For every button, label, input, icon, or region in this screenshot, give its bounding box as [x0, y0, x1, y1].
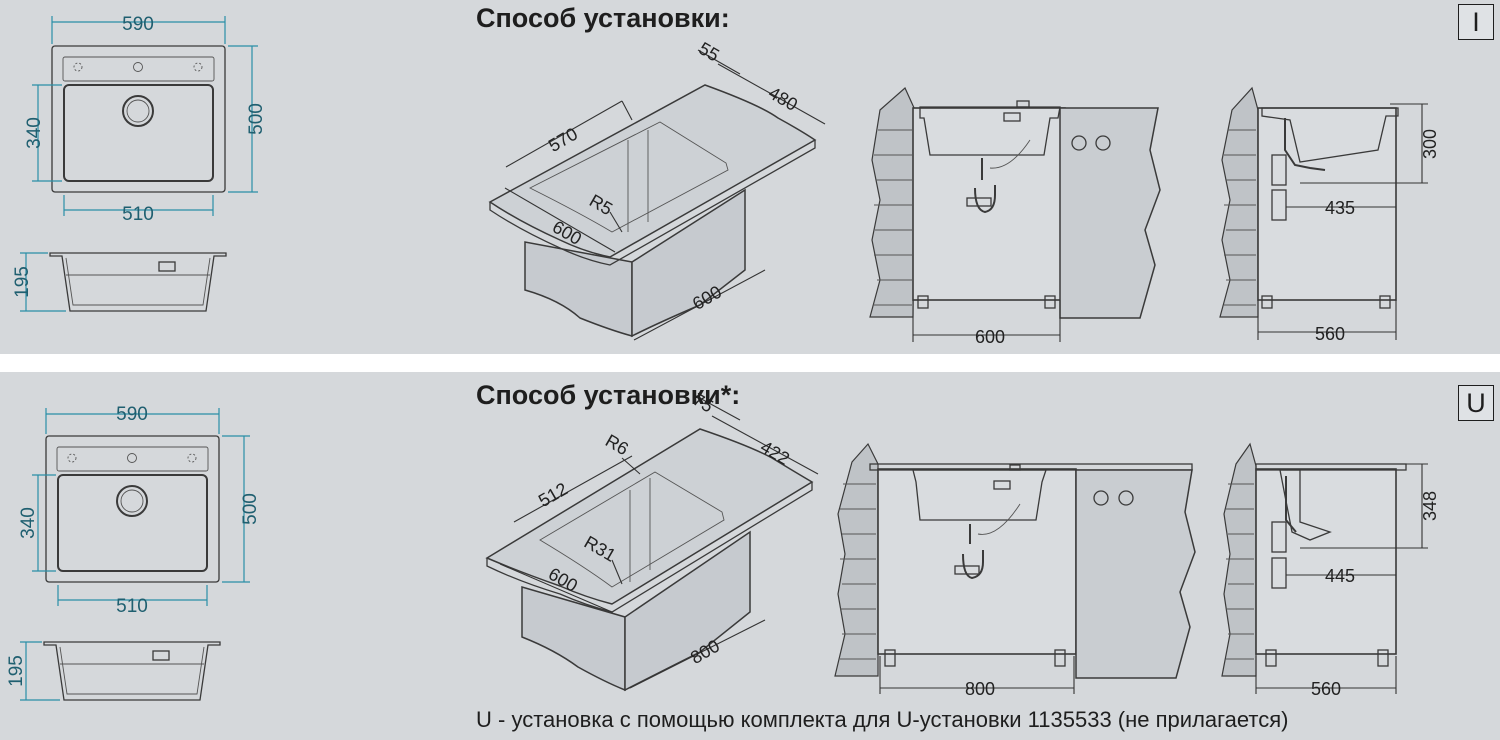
side-depth-label: 560	[1315, 324, 1345, 344]
front-cabinet-label: 600	[975, 327, 1005, 347]
installation-panel-undermount: 590 340 500 510	[0, 372, 1500, 740]
plan-height-label: 500	[246, 103, 267, 135]
plan-bowl-depth-label: 340	[18, 507, 39, 539]
side-drain-label: 445	[1325, 566, 1355, 586]
cabinet-side-view: 348 445 560	[1221, 442, 1440, 699]
plan-bowl-depth-label: 340	[24, 117, 45, 149]
standard-installation-drawing: 590 340 500 510	[12, 14, 1440, 347]
sink-plan-view: 590 340 500 510	[18, 404, 261, 617]
plan-bowl-width-label: 510	[122, 204, 154, 225]
standard-installation-badge: I	[1458, 4, 1494, 40]
side-height-label: 348	[1420, 491, 1440, 521]
cabinet-side-view: 300 435 560	[1219, 86, 1440, 344]
section-depth-label: 195	[12, 266, 33, 298]
installation-panel-standard: 590 340 500 510	[0, 0, 1500, 354]
perspective-length-label: 570	[545, 124, 581, 156]
perspective-length-label: 512	[535, 479, 571, 511]
section-depth-label: 195	[6, 655, 27, 687]
plan-height-label: 500	[240, 493, 261, 525]
standard-installation-title: Способ установки:	[476, 3, 730, 33]
undermount-installation-drawing: 590 340 500 510	[6, 389, 1440, 701]
countertop-perspective: 512 75 422 R6 R31 600 800	[485, 389, 819, 692]
plan-width-label: 590	[122, 14, 154, 35]
plan-bowl-width-label: 510	[116, 596, 148, 617]
cabinet-front-view: 800	[834, 442, 1196, 699]
undermount-kit-note: U - установка с помощью комплекта для U-…	[476, 707, 1289, 732]
side-drain-label: 435	[1325, 198, 1355, 218]
sink-section-view: 195	[12, 252, 227, 312]
sink-section-view: 195	[6, 641, 221, 701]
undermount-installation-title: Способ установки*:	[476, 380, 741, 410]
sink-plan-view: 590 340 500 510	[24, 14, 267, 225]
side-height-label: 300	[1420, 129, 1440, 159]
perspective-radius-top-label: R6	[602, 430, 632, 459]
plan-width-label: 590	[116, 404, 148, 425]
undermount-installation-badge: U	[1458, 385, 1494, 421]
side-depth-label: 560	[1311, 679, 1341, 699]
cabinet-front-view: 600	[869, 87, 1161, 347]
perspective-depth-label: 480	[765, 83, 801, 115]
countertop-perspective: 570 55 480 600 R5 600	[488, 38, 826, 341]
front-cabinet-label: 800	[965, 679, 995, 699]
